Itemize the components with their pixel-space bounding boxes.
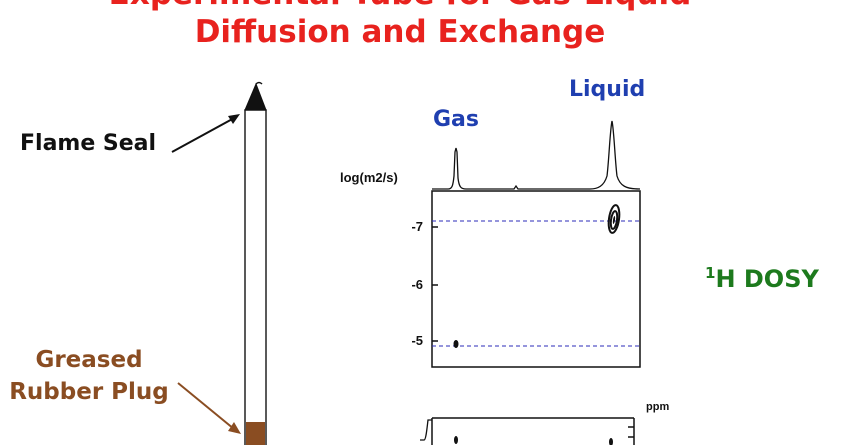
plug-label-line2: Rubber Plug (9, 379, 169, 405)
plug-arrow (177, 382, 235, 430)
page-title: Diffusion and Exchange (194, 14, 606, 50)
gas-contour (453, 340, 459, 348)
y-tick-label: -5 (411, 333, 423, 348)
y-tick-label: -6 (411, 277, 423, 292)
method-superscript: 1 (705, 264, 716, 282)
y-tick-label: -7 (411, 219, 423, 234)
gas-peak-label: Gas (433, 107, 479, 132)
flame-seal-label: Flame Seal (20, 131, 157, 156)
second-panel-gas-spot (454, 436, 458, 444)
ppm-unit-label: ppm (646, 401, 670, 413)
method-label: 1H DOSY (705, 264, 819, 293)
liquid-contour (607, 204, 621, 234)
plug-label-line1: Greased (35, 347, 143, 373)
plot-frame (431, 190, 641, 368)
method-text: H DOSY (715, 265, 819, 293)
flame-seal-wisp (255, 81, 263, 85)
second-panel-liquid-spot (609, 438, 613, 445)
plug-arrowhead (228, 422, 241, 434)
flame-seal-tip (244, 82, 267, 111)
rubber-plug (246, 422, 265, 445)
plug-label: Greased Rubber Plug (0, 344, 178, 408)
second-panel (420, 417, 635, 445)
projection-trace (432, 120, 641, 190)
title-line1: Experimental Tube for Gas-Liquid (0, 0, 800, 12)
liquid-peak-label: Liquid (569, 77, 646, 102)
flame-seal-arrowhead (228, 114, 240, 124)
flame-seal-arrow (171, 116, 237, 153)
second-panel-trace (420, 419, 432, 441)
y-axis-label: log(m2/s) (340, 170, 398, 185)
